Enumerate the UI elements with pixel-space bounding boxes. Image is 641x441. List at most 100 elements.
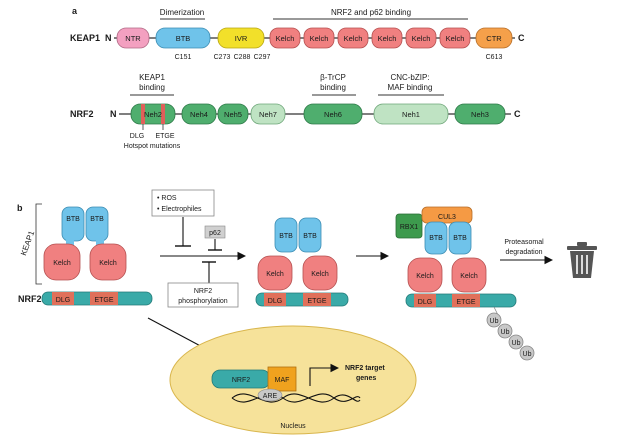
- neh5-domain: [217, 103, 249, 125]
- rbx1-label: RBX1: [400, 224, 418, 231]
- btb-left-2: BTB: [90, 216, 104, 223]
- keap1-label: KEAP1: [70, 33, 100, 43]
- neh1-domain: [373, 103, 449, 125]
- maf-binding-line2: MAF binding: [388, 83, 433, 92]
- p62-label: p62: [209, 230, 221, 237]
- kelch-4-label: Kelch: [378, 34, 397, 43]
- nrf2-c-terminus: C: [514, 109, 521, 119]
- ctr-label: CTR: [486, 34, 502, 43]
- nrf2-label: NRF2: [70, 109, 94, 119]
- kelch-left-2: Kelch: [99, 260, 117, 267]
- neh4-domain: [181, 103, 217, 125]
- kelch-1-label: Kelch: [276, 34, 295, 43]
- etge-motif-label: ETGE: [155, 133, 174, 140]
- degradation: Proteasomal degradation: [500, 239, 597, 278]
- cul3-box: [421, 206, 473, 224]
- kelch-mid-1: Kelch: [266, 271, 284, 278]
- neh6-domain: [303, 103, 363, 125]
- nucleus: Nucleus NRF2 MAF ARE NRF2 target genes: [169, 325, 417, 435]
- neh7-domain: [250, 103, 286, 125]
- dlg-right: DLG: [418, 299, 432, 306]
- ivr-label: IVR: [235, 34, 248, 43]
- panel-b-letter: b: [17, 203, 23, 213]
- cul3-label: CUL3: [438, 214, 456, 221]
- ub-1: Ub: [490, 318, 499, 325]
- btrcp-binding-line1: β-TrCP: [320, 73, 346, 82]
- ivr-domain: [217, 27, 265, 49]
- neh6-label: Neh6: [324, 110, 342, 119]
- keap1-n-terminus: N: [105, 33, 112, 43]
- ntr-label: NTR: [125, 34, 141, 43]
- dlg-mid: DLG: [268, 298, 282, 305]
- are-label: ARE: [263, 393, 278, 400]
- degradation-line2: degradation: [506, 249, 543, 256]
- btb-right-2: BTB: [453, 235, 467, 242]
- etge-left: ETGE: [94, 297, 113, 304]
- kelch-left-1: Kelch: [53, 260, 71, 267]
- kelch-3-label: Kelch: [344, 34, 363, 43]
- residue-c297: C297: [254, 54, 271, 61]
- etge-mid: ETGE: [307, 298, 326, 305]
- btrcp-binding-line2: binding: [320, 83, 346, 92]
- neh2-label: Neh2: [144, 110, 162, 119]
- residue-c613: C613: [486, 54, 503, 61]
- kelch-right-2: Kelch: [460, 273, 478, 280]
- btb-domain: [155, 27, 211, 49]
- kelch-6-label: Kelch: [446, 34, 465, 43]
- ntr-domain: [116, 27, 150, 49]
- residue-c288: C288: [234, 54, 251, 61]
- nucleus-label: Nucleus: [280, 423, 306, 430]
- maf-box: [267, 366, 297, 392]
- dlg-left: DLG: [56, 297, 70, 304]
- nrf2-domain-map: NRF2 N C KEAP1 binding β-TrCP binding CN…: [70, 73, 521, 150]
- target-genes-line1: NRF2 target: [345, 365, 385, 372]
- stressor-ros: • ROS: [157, 195, 177, 202]
- dlg-motif-label: DLG: [130, 133, 144, 140]
- neh4-label: Neh4: [190, 110, 208, 119]
- keap1-side-label: KEAP1: [19, 229, 36, 257]
- nuclear-nrf2-label: NRF2: [232, 377, 250, 384]
- panel-a-letter: a: [72, 6, 78, 16]
- target-genes-line2: genes: [356, 375, 376, 382]
- ub-4: Ub: [523, 351, 532, 358]
- neh3-label: Neh3: [471, 110, 489, 119]
- maf-label: MAF: [275, 377, 290, 384]
- keap1-nrf2-complex: BTB BTB Kelch Kelch DLG ETGE: [255, 217, 349, 307]
- rbx1-box: [395, 213, 423, 239]
- nrf2-free: NRF2 DLG ETGE: [18, 291, 153, 306]
- kelch-right-1: Kelch: [416, 273, 434, 280]
- btb-right-1: BTB: [429, 235, 443, 242]
- btb-mid-2: BTB: [303, 233, 317, 240]
- kelch-mid-2: Kelch: [311, 271, 329, 278]
- dimerization-label: Dimerization: [160, 8, 204, 17]
- keap1-dimer-free: KEAP1 BTB BTB Kelch Kelch: [19, 203, 127, 285]
- ctr-domain: [475, 27, 513, 49]
- neh1-label: Neh1: [402, 110, 420, 119]
- ub-3: Ub: [512, 340, 521, 347]
- keap1-c-terminus: C: [518, 33, 525, 43]
- phospho-line1: NRF2: [194, 288, 212, 295]
- nrf2-b-label: NRF2: [18, 294, 42, 304]
- keap1-binding-line2: binding: [139, 83, 165, 92]
- kelch-5-label: Kelch: [412, 34, 431, 43]
- neh3-domain: [454, 103, 506, 125]
- btb-left-1: BTB: [66, 216, 80, 223]
- nrf2-n-terminus: N: [110, 109, 117, 119]
- maf-binding-line1: CNC-bZIP:: [390, 73, 429, 82]
- phosphorylation-box: [167, 282, 239, 308]
- btb-mid-1: BTB: [279, 233, 293, 240]
- phospho-line2: phosphorylation: [178, 298, 228, 305]
- btb-label: BTB: [176, 34, 191, 43]
- p62-box: [204, 225, 226, 239]
- keap1-binding-line1: KEAP1: [139, 73, 165, 82]
- etge-right: ETGE: [456, 299, 475, 306]
- stressor-electrophiles: • Electrophiles: [157, 206, 202, 213]
- nrf2-p62-binding-label: NRF2 and p62 binding: [331, 8, 411, 17]
- ub-2: Ub: [501, 329, 510, 336]
- are-element: [257, 388, 283, 402]
- residue-c273: C273: [214, 54, 231, 61]
- neh7-label: Neh7: [259, 110, 277, 119]
- residue-c151: C151: [175, 54, 192, 61]
- hotspot-label: Hotspot mutations: [124, 143, 181, 150]
